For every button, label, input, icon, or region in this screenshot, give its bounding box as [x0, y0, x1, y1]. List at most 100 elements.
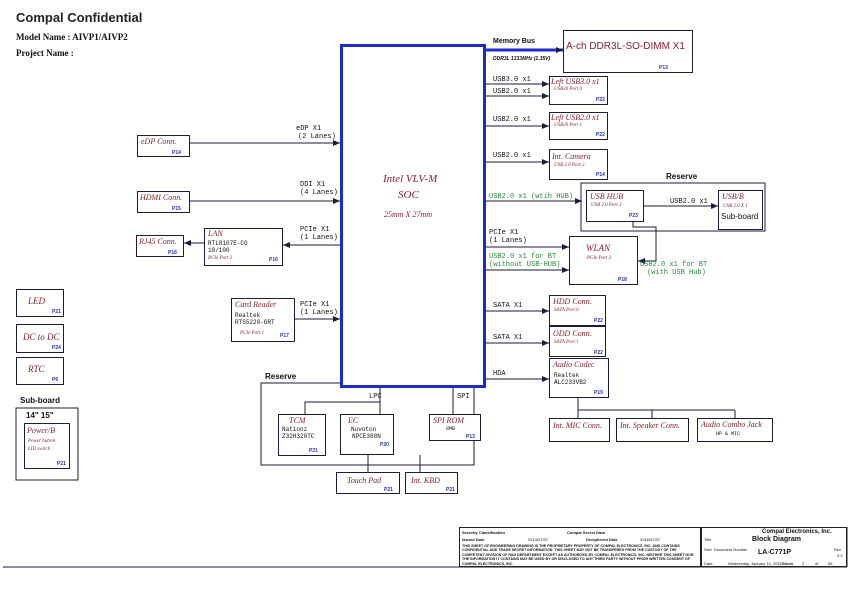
spi-rom-block[interactable]: SPI ROM 8MB P13 [429, 414, 481, 441]
spirom-name: SPI ROM [433, 416, 464, 425]
lan-page: P16 [269, 257, 278, 263]
lan-part: 10/100 [208, 247, 230, 254]
usb3-left-name: Left USB3.0 x1 [551, 77, 600, 86]
hdd-block[interactable]: HDD Conn. SATA Port 0 P22 [549, 295, 606, 326]
card-name: Card Reader [235, 300, 277, 309]
usb2-left-block[interactable]: Left USB2.0 x1 USB20 Port 1 P22 [549, 112, 608, 140]
link-usb-hub: USB2.0 x1 (wtih HUB) [489, 193, 574, 201]
powerb-line1: Power button [28, 439, 56, 444]
rj45-conn-block[interactable]: RJ45 Conn. P16 [136, 235, 184, 257]
usbb-block[interactable]: USB/B USB 2.0 X 1 Sub-board [718, 190, 763, 230]
tb-doc: LA-C771P [758, 549, 792, 556]
card-sub: PCIe Port 1 [240, 331, 265, 336]
usb2-left-page: P22 [596, 132, 605, 138]
link-usb-hub-out: USB2.0 x1 [670, 198, 708, 206]
tcm-part: Z32H320TC [282, 433, 315, 440]
hdd-page: P22 [594, 318, 603, 324]
link-sata-2: SATA X1 [493, 334, 523, 342]
link-edp-lanes: (2 Lanes) [298, 133, 336, 141]
tb-size-label: Size [704, 547, 712, 552]
mic-block[interactable]: Int. MIC Conn. [549, 418, 610, 442]
link-bt-a2: (without USB-HUB) [489, 261, 561, 269]
rtc-page: P6 [52, 377, 59, 383]
tcm-block[interactable]: TCM Nationz Z32H320TC P21 [278, 414, 326, 456]
link-edp: eDP X1 [296, 125, 322, 133]
speaker-name: Int. Speaker Conn. [620, 421, 680, 430]
odd-block[interactable]: ODD Conn. SATA Port 1 P22 [549, 326, 606, 357]
ec-part: NPCE388N [352, 433, 381, 440]
powerb-line2: LID switch [28, 447, 51, 452]
page-title: Compal Confidential [16, 10, 143, 25]
touchpad-name: Touch Pad [347, 476, 382, 485]
kbd-page: P21 [446, 487, 455, 493]
link-pcie-cr-lanes: (1 Lanes) [300, 309, 338, 317]
card-reader-block[interactable]: Card Reader Realtek RTS5220-GRT PCIe Por… [231, 298, 295, 342]
dimm-label: A-ch DDR3L-SO-DIMM X1 [566, 41, 685, 52]
kbd-block[interactable]: Int. KBD P21 [405, 472, 458, 494]
tb-rev: 0.2 [837, 553, 843, 558]
memory-bus-label: Memory Bus [493, 38, 536, 45]
audio-codec-block[interactable]: Audio Codec Realtek ALC233VB2 P19 [549, 358, 609, 398]
touchpad-page: P21 [384, 487, 393, 493]
usbb-subboard: Sub-board [721, 212, 759, 221]
hdmi-name: HDMI Conn. [140, 193, 183, 202]
usb3-left-block[interactable]: Left USB3.0 x1 USB30 Port 0 P22 [549, 76, 608, 105]
link-pcie-cr: PCIe X1 [300, 301, 330, 309]
spirom-sub: 8MB [446, 426, 456, 432]
lan-name: LAN [208, 229, 223, 238]
powerb-page: P21 [57, 461, 66, 467]
usb2-left-sub: USB20 Port 1 [554, 123, 583, 128]
tb-doc-label: Document Number [714, 547, 748, 552]
model-name: Model Name : AIVP1/AIVP2 [16, 32, 128, 42]
camera-sub: USB 2.0 Port 2 [554, 163, 585, 168]
usb-hub-name: USB HUB [590, 192, 624, 201]
audio-name: Audio Codec [553, 360, 595, 369]
title-block-right: Compal Electronics, Inc. Title Block Dia… [701, 527, 847, 567]
tb-issued-label: Issued Date [462, 537, 485, 542]
camera-name: Int. Camera [552, 152, 591, 161]
tb-title: Block Diagram [752, 536, 802, 543]
ec-page: P20 [380, 442, 389, 448]
wlan-name: WLAN [586, 243, 611, 253]
dc-dc-block[interactable]: DC to DC P24 [16, 324, 64, 353]
soc-name: Intel VLV-M [383, 173, 438, 185]
link-hda: HDA [493, 370, 506, 378]
link-bt-b2: (with USB Hub) [647, 269, 706, 277]
tcm-vendor: Nationz [282, 426, 308, 433]
dimm-block[interactable]: A-ch DDR3L-SO-DIMM X1 P13 [563, 30, 693, 73]
power-board-block[interactable]: Power/B Power button LID switch P21 [24, 423, 70, 469]
link-bt-a: USB2.0 x1 for BT [489, 253, 557, 261]
memory-spec: DDR3L 1333MHz (1.35V) [493, 56, 551, 62]
combo-jack-block[interactable]: Audio Combo Jack HP & MIC [697, 418, 773, 442]
camera-block[interactable]: Int. Camera USB 2.0 Port 2 P14 [549, 149, 608, 180]
kbd-name: Int. KBD [411, 476, 440, 485]
touchpad-block[interactable]: Touch Pad P21 [336, 472, 400, 494]
wlan-block[interactable]: WLAN PCIe Port 3 P18 [569, 236, 638, 285]
link-pcie-lan-lanes: (1 Lanes) [300, 234, 338, 242]
led-page: P21 [52, 309, 61, 315]
subboard-sizes: 14" 15" [26, 411, 54, 420]
dcdc-page: P24 [52, 345, 61, 351]
usb2-left-name: Left USB2.0 x1 [551, 113, 600, 122]
usb-hub-block[interactable]: USB HUB USB 2.0 Port 3 P23 [586, 190, 644, 222]
soc-block[interactable]: Intel VLV-M SOC 25mm X 27mm [340, 44, 486, 388]
edp-conn-block[interactable]: eDP Conn. P14 [137, 135, 190, 157]
lan-block[interactable]: LAN RTL8107E-CG 10/100 PCIe Port 2 P16 [204, 228, 283, 266]
hdmi-page: P15 [172, 206, 181, 212]
link-sata-1: SATA X1 [493, 302, 523, 310]
led-block[interactable]: LED P21 [16, 289, 64, 317]
usb3-left-page: P22 [596, 97, 605, 103]
tb-sheet-label: Sheet [782, 561, 793, 566]
usbb-sub: USB 2.0 X 1 [723, 204, 748, 209]
rtc-block[interactable]: RTC P6 [16, 357, 64, 385]
ec-block[interactable]: EC Nuvoton NPCE388N P20 [340, 414, 394, 455]
wlan-sub: PCIe Port 3 [587, 256, 612, 261]
tb-deciphered: 2016/07/07 [640, 537, 661, 542]
hdmi-conn-block[interactable]: HDMI Conn. P15 [137, 191, 190, 213]
link-lpc: LPC [369, 393, 382, 401]
link-usb30: USB3.0 x1 [493, 76, 531, 84]
tb-date: Wednesday, January 14, 2015 [728, 561, 782, 566]
speaker-block[interactable]: Int. Speaker Conn. [616, 418, 689, 442]
card-part: RTS5220-GRT [235, 319, 275, 326]
